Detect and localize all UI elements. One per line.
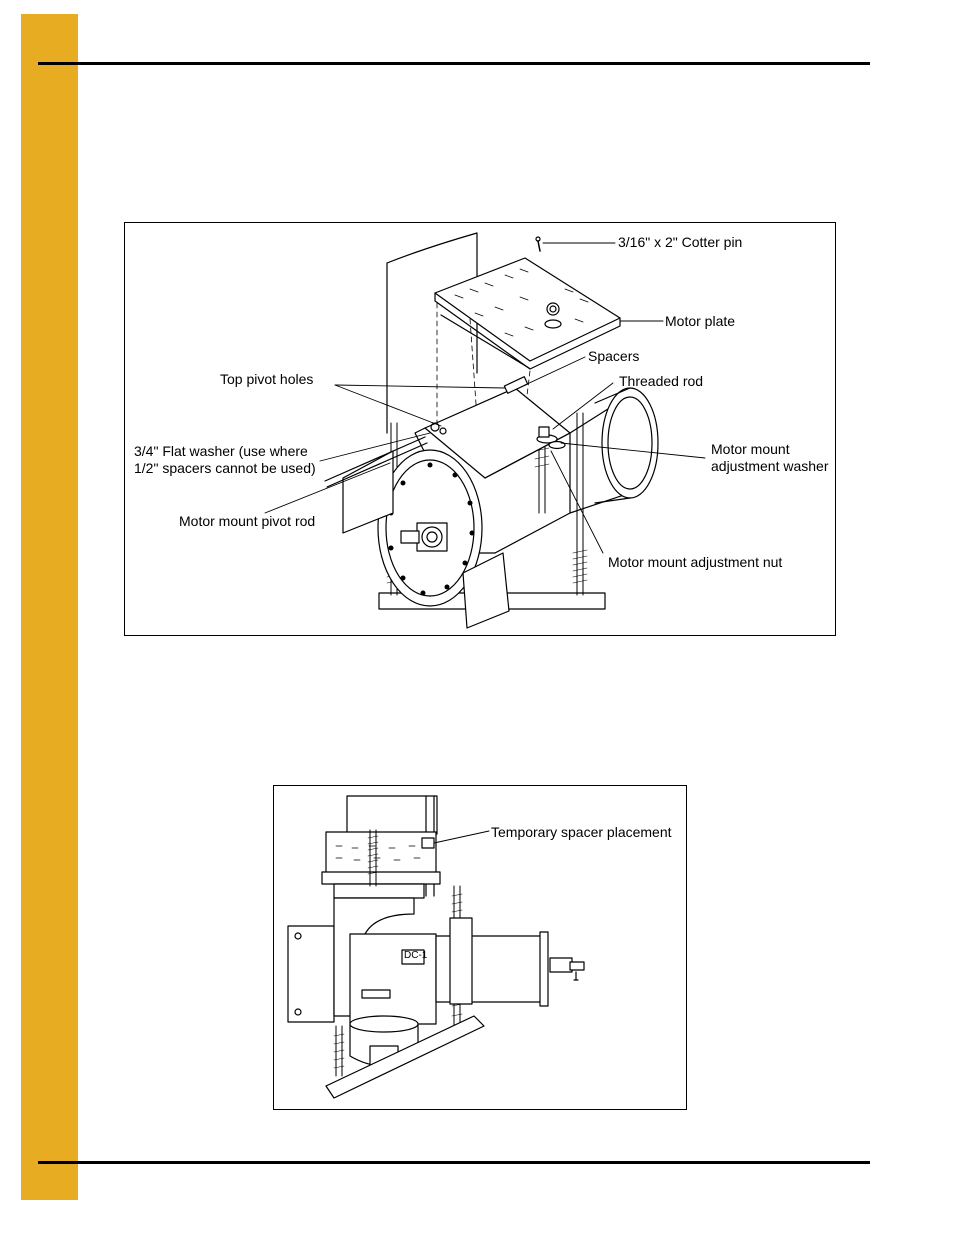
callout-adjustment-washer-line2: adjustment washer: [711, 458, 829, 474]
callout-spacers: Spacers: [588, 348, 640, 364]
callout-pivot-rod: Motor mount pivot rod: [179, 513, 316, 529]
callout-adjustment-washer-line1: Motor mount: [711, 441, 790, 457]
callout-motor-plate: Motor plate: [665, 313, 736, 329]
callout-temporary-spacer: Temporary spacer placement: [491, 824, 672, 840]
footer-rule: [38, 1161, 870, 1164]
callout-flat-washer-line2: 1/2" spacers cannot be used): [134, 460, 316, 476]
callout-top-pivot-holes: Top pivot holes: [220, 371, 314, 387]
temporary-spacer-figure: Temporary spacer placement DC-1: [273, 785, 687, 1110]
callout-threaded-rod: Threaded rod: [619, 373, 704, 389]
callout-adjustment-nut: Motor mount adjustment nut: [608, 554, 783, 570]
motor-nameplate-label: DC-1: [404, 950, 428, 961]
temporary-spacer-drawing: [287, 795, 585, 1099]
side-color-bar: [21, 14, 78, 1200]
motor-mount-assembly-figure: 3/16" x 2" Cotter pin Motor plate Spacer…: [124, 222, 836, 636]
callout-cotter-pin: 3/16" x 2" Cotter pin: [618, 234, 743, 250]
motor-mount-assembly-drawing: [264, 232, 706, 629]
header-rule: [38, 62, 870, 65]
callout-flat-washer-line1: 3/4" Flat washer (use where: [134, 443, 308, 459]
